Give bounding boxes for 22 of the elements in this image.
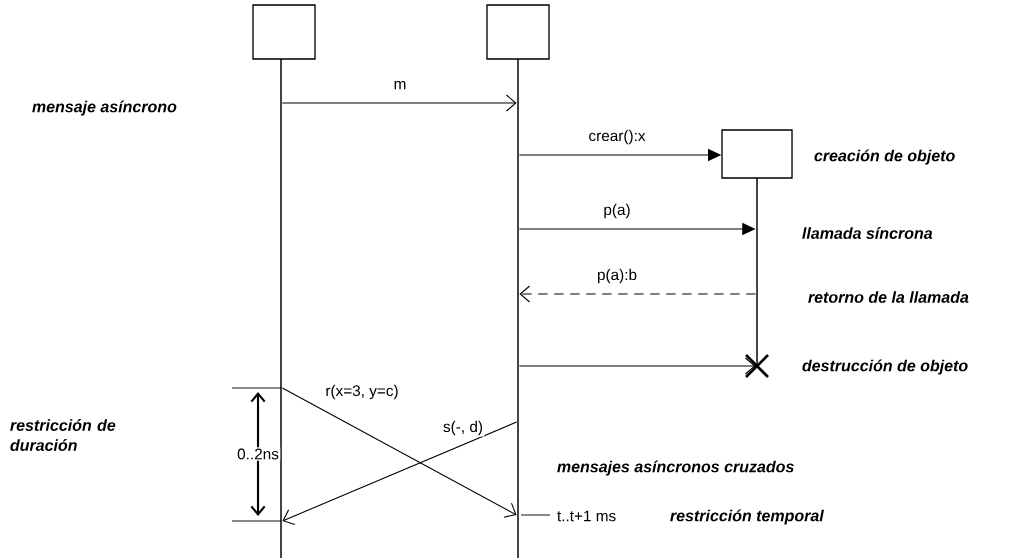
message-arrow <box>282 421 518 525</box>
lifeline <box>517 59 519 558</box>
annotation: destrucción de objeto <box>802 359 968 375</box>
message-arrow <box>281 94 517 112</box>
lifeline <box>280 59 282 558</box>
message-arrow <box>518 357 756 375</box>
message-label: s(-, d) <box>441 419 485 437</box>
annotation: restricción de duración <box>10 419 116 451</box>
message-label: r(x=3, y=c) <box>324 383 400 401</box>
annotation: restricción temporal <box>670 509 825 525</box>
message-arrow <box>519 285 757 303</box>
message-label: m <box>392 79 408 91</box>
message-label: p(a) <box>602 202 632 220</box>
time-label: t..t+1 ms <box>557 510 616 522</box>
object-box <box>252 4 316 60</box>
annotation: llamada síncrona <box>802 227 933 239</box>
annotation: mensaje asíncrono <box>32 100 177 116</box>
object-box <box>486 4 550 60</box>
message-label: p(a):b <box>595 267 639 285</box>
message-label: crear():x <box>587 128 647 146</box>
message-arrow <box>281 387 517 518</box>
object-box <box>721 129 793 179</box>
